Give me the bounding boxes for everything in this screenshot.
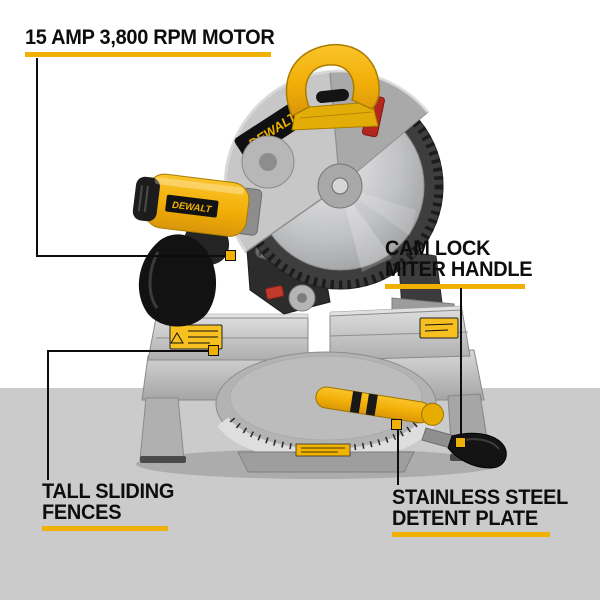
callout-detent-leader-vertical: [397, 429, 399, 485]
callout-fences-line2: FENCES: [42, 501, 122, 524]
callout-camlock-label2: MITER HANDLE: [385, 258, 533, 281]
callout-fences-label: TALL SLIDING: [42, 481, 174, 502]
callout-fences-leader-horizontal: [47, 350, 210, 352]
warning-label-right: [419, 317, 459, 339]
trigger: [316, 88, 349, 104]
callout-detent-label2: DETENT PLATE: [392, 508, 538, 529]
callout-fences-underline: [42, 526, 168, 531]
miter-handle: [315, 386, 445, 426]
callout-camlock-line1: CAM LOCK: [385, 237, 491, 260]
callout-motor-underline: [25, 52, 271, 57]
callout-camlock-leader-vertical: [460, 288, 462, 438]
callout-motor-leader-horizontal: [36, 255, 227, 257]
callout-fences-line1: TALL SLIDING: [42, 480, 175, 503]
callout-detent-marker: [391, 419, 402, 430]
callout-detent-line2: DETENT PLATE: [392, 507, 538, 530]
brand-text-motor: DEWALT: [171, 200, 213, 216]
callout-fences-marker: [208, 345, 219, 356]
motor-housing: DEWALT: [132, 173, 263, 237]
callout-camlock-marker: [455, 437, 466, 448]
callout-fences-leader-vertical: [47, 350, 49, 480]
callout-detent-label: STAINLESS STEEL: [392, 487, 568, 508]
callout-camlock-underline: [385, 284, 525, 289]
callout-camlock-label: CAM LOCK: [385, 237, 491, 260]
callout-camlock-line2: MITER HANDLE: [385, 258, 533, 281]
callout-detent-underline: [392, 532, 550, 537]
callout-motor-line1: 15 AMP 3,800 RPM MOTOR: [25, 26, 275, 49]
callout-motor-label: 15 AMP 3,800 RPM MOTOR: [25, 26, 275, 49]
fence: [147, 305, 471, 361]
dust-bag: [138, 234, 217, 327]
callout-fences-label2: FENCES: [42, 501, 122, 524]
callout-detent-line1: STAINLESS STEEL: [392, 486, 569, 509]
carry-handle: [285, 43, 380, 131]
warning-label-left: [169, 324, 223, 350]
callout-motor-marker: [225, 250, 236, 261]
callout-motor-leader-vertical: [36, 58, 38, 256]
degree-scale-ticks: [229, 417, 423, 453]
